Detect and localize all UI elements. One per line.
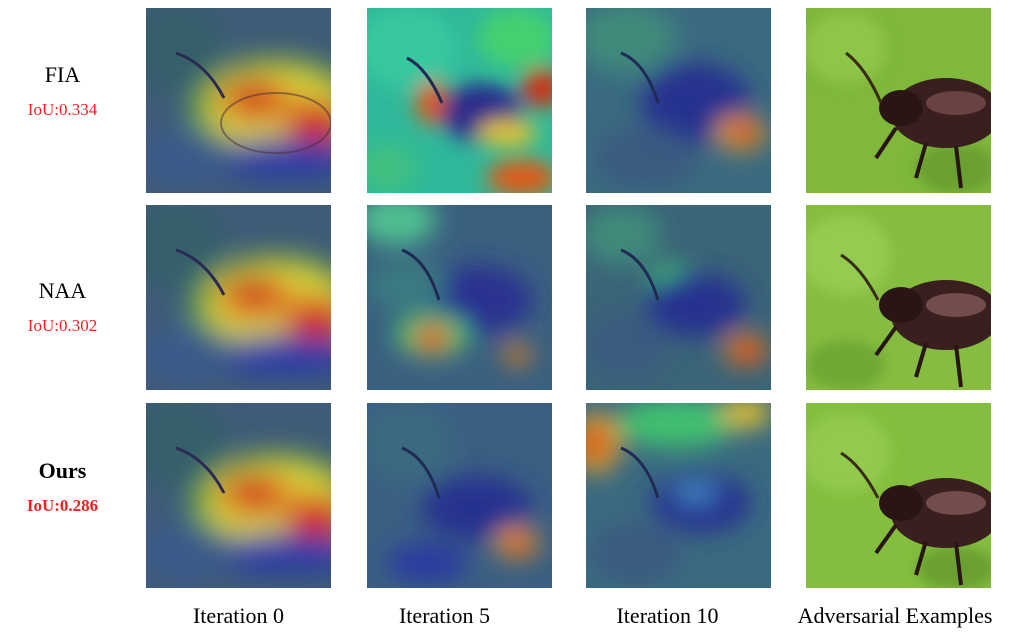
naa-adversarial-example: [806, 205, 991, 390]
column-label-iteration-5: Iteration 5: [398, 603, 491, 628]
column-label-iteration-0: Iteration 0: [192, 603, 285, 628]
iou-value: IoU:0.302: [27, 316, 98, 335]
fia-iteration-0-heatmap: [146, 8, 331, 193]
ours-iteration-0-heatmap: [146, 403, 331, 588]
row-label-fia: FIA IoU:0.334: [0, 62, 125, 120]
naa-iteration-10-heatmap: [586, 205, 771, 390]
row-label-naa: NAA IoU:0.302: [0, 278, 125, 336]
iou-value: IoU:0.334: [27, 100, 98, 119]
naa-iteration-5-heatmap: [367, 205, 552, 390]
ours-iteration-5-heatmap: [367, 403, 552, 588]
method-name: FIA: [44, 62, 81, 87]
fia-iteration-5-heatmap: [367, 8, 552, 193]
naa-iteration-0-heatmap: [146, 205, 331, 390]
method-name: NAA: [38, 278, 87, 303]
row-label-ours: Ours IoU:0.286: [0, 458, 125, 516]
ours-iteration-10-heatmap: [586, 403, 771, 588]
iou-value: IoU:0.286: [26, 496, 99, 515]
method-name: Ours: [38, 458, 87, 483]
ours-adversarial-example: [806, 403, 991, 588]
column-label-iteration-10: Iteration 10: [616, 603, 719, 628]
column-label-adversarial-examples: Adversarial Examples: [797, 603, 993, 628]
fia-iteration-10-heatmap: [586, 8, 771, 193]
fia-adversarial-example: [806, 8, 991, 193]
